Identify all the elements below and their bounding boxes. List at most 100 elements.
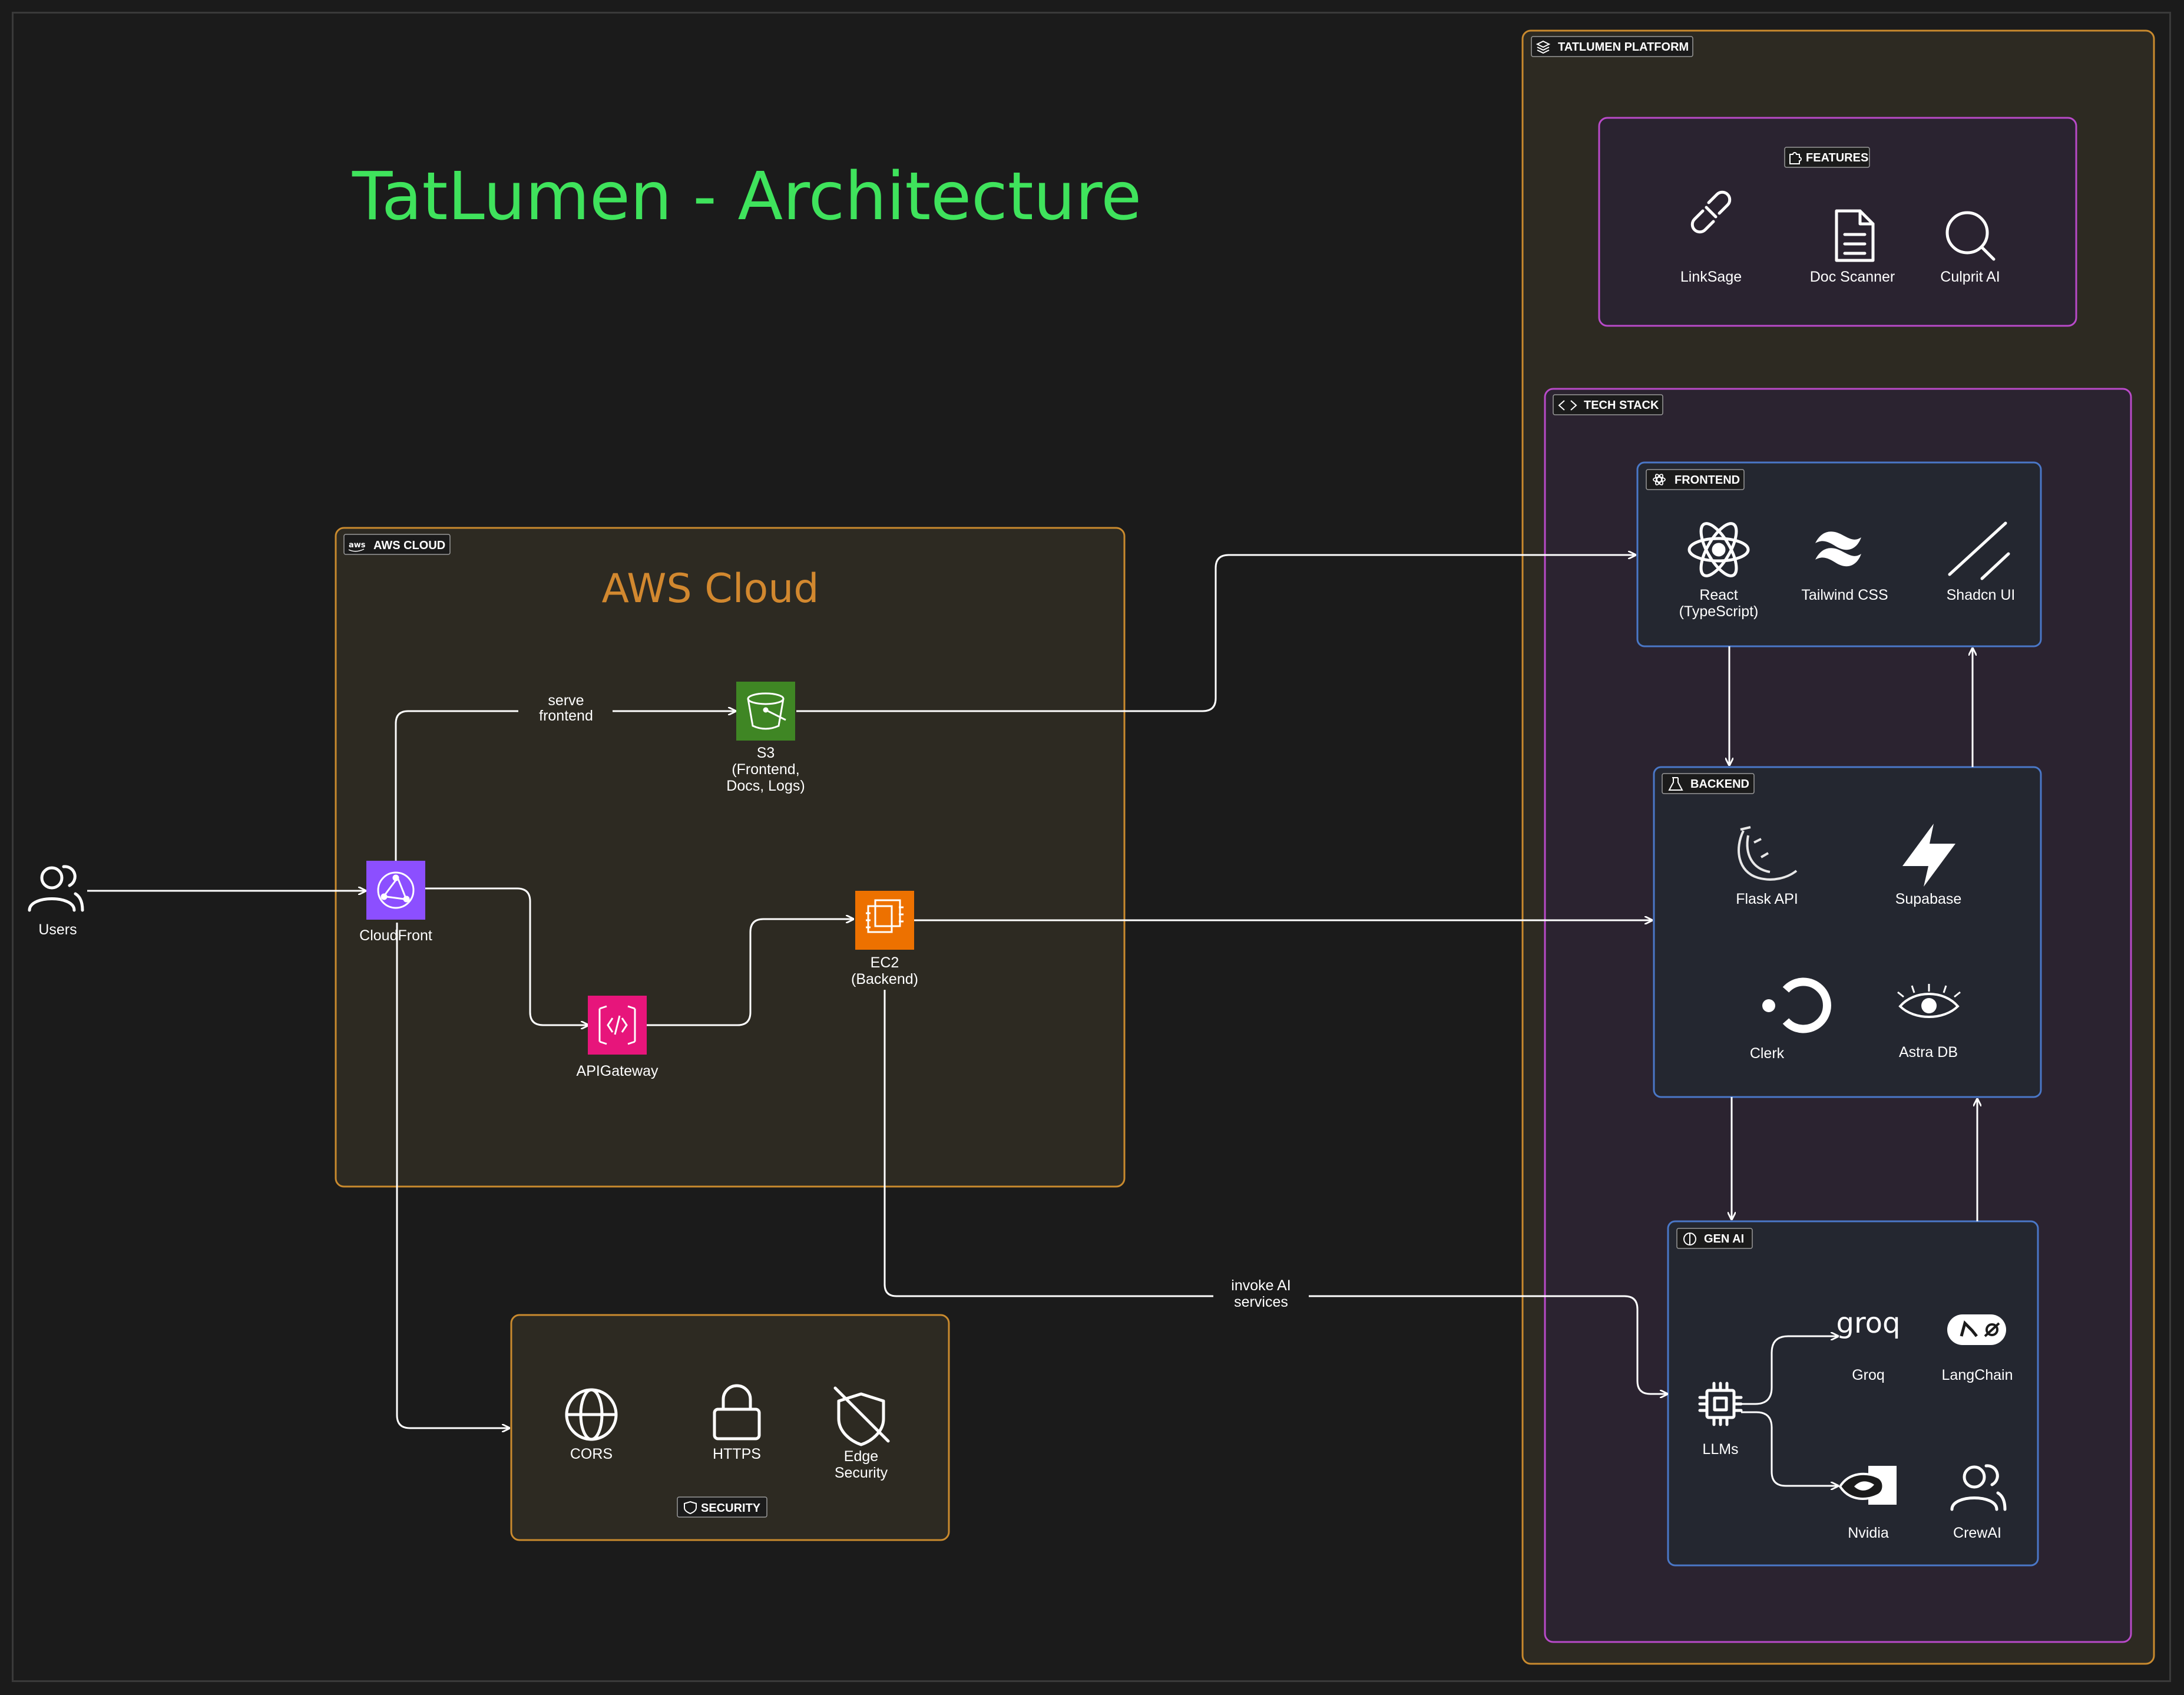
shadcn-label: Shadcn UI [1947,587,2016,603]
platform-tag: TATLUMEN PLATFORM [1531,36,1693,57]
api-gateway-icon [598,1005,636,1045]
flask-api-label: Flask API [1736,891,1798,907]
langchain-icon [1947,1314,2006,1345]
clerk-icon [1762,977,1831,1033]
security-label: Security [835,1465,888,1481]
llms-node[interactable]: LLMs [1698,1382,1743,1458]
aws-cloud-tag: aws AWS CLOUD [343,534,451,555]
bucket-icon [747,692,786,730]
groq-icon: groq [1836,1307,1901,1340]
users-icon [1950,1464,2007,1511]
eye-icon [1897,984,1961,1018]
cloudfront-node[interactable]: CloudFront [359,861,432,944]
react-sublabel: (TypeScript) [1679,603,1759,620]
apigateway-label: APIGateway [577,1063,658,1079]
features-tag: FEATURES [1784,147,1870,168]
invoke-label-line2: services [1234,1294,1288,1310]
security-item-edge-security[interactable]: Edge Security [833,1386,890,1481]
backend-tag: BACKEND [1662,773,1755,794]
tech-tailwind[interactable]: Tailwind CSS [1801,531,1888,603]
users-node[interactable]: Users [28,865,84,938]
frontend-tag: FRONTEND [1646,469,1745,490]
feature-doc-scanner-label: Doc Scanner [1810,269,1895,285]
apigateway-node[interactable]: APIGateway [577,996,658,1079]
groq-label: Groq [1852,1367,1885,1383]
https-label: HTTPS [713,1446,761,1462]
genai-crewai[interactable]: CrewAI [1950,1464,2007,1541]
feature-doc-scanner[interactable]: Doc Scanner [1810,209,1895,285]
tech-flask[interactable]: Flask API [1736,826,1798,907]
nvidia-icon [1838,1466,1897,1505]
s3-node[interactable]: S3 (Frontend, Docs, Logs) [726,682,805,794]
search-icon [1945,211,1996,261]
cloudfront-label: CloudFront [359,927,432,944]
puzzle-icon [1789,152,1802,164]
tech-react[interactable]: React (TypeScript) [1679,518,1759,620]
tech-supabase[interactable]: Supabase [1895,824,1962,907]
aws-cloud-title: AWS Cloud [601,566,819,612]
invoke-label-line1: invoke AI [1231,1277,1290,1294]
cpu-icon [1698,1382,1743,1426]
shield-off-icon [833,1386,890,1446]
layers-icon [1536,40,1551,54]
tech-clerk[interactable]: Clerk [1750,977,1831,1062]
flask-logo-icon [1738,826,1798,881]
users-icon [28,865,84,912]
tech-shadcn[interactable]: Shadcn UI [1947,521,2016,603]
feature-linksage[interactable]: LinkSage [1680,190,1742,285]
clerk-label: Clerk [1750,1045,1785,1062]
lock-icon [713,1384,761,1440]
aws-cloud-tag-label: AWS CLOUD [373,539,445,552]
security-item-cors[interactable]: CORS [565,1388,618,1462]
react-label: React [1699,587,1738,603]
tech-astra-db[interactable]: Astra DB [1897,984,1961,1060]
s3-label: S3 [757,745,775,761]
atom-icon [1653,474,1666,485]
security-item-https[interactable]: HTTPS [713,1384,761,1462]
feature-linksage-label: LinkSage [1680,269,1742,285]
globe-icon [565,1388,618,1441]
backend-group [1653,766,2042,1098]
code-icon [1558,400,1577,411]
ec2-chip-icon [866,899,904,933]
genai-langchain[interactable]: LangChain [1942,1314,2013,1383]
serve-label-line1: serve [548,692,584,709]
features-tag-label: FEATURES [1806,151,1868,164]
feature-culprit-ai-label: Culprit AI [1940,269,2000,285]
canvas-frame [12,12,2171,1682]
users-label: Users [38,921,77,938]
genai-tag-label: GEN AI [1704,1233,1744,1245]
tailwind-icon [1815,531,1861,567]
tailwind-label: Tailwind CSS [1801,587,1888,603]
connectors [87,555,1977,1486]
aws-cloud-group [335,527,1126,1188]
genai-group [1667,1220,2039,1567]
platform-tag-label: TATLUMEN PLATFORM [1558,41,1689,54]
genai-groq[interactable]: groq Groq [1836,1307,1901,1383]
genai-nvidia[interactable]: Nvidia [1838,1466,1897,1541]
s3-sublabel-1: (Frontend, [732,761,799,778]
flask-icon [1668,777,1683,791]
diagram-title: TatLumen - Architecture [352,158,1141,235]
feature-culprit-ai[interactable]: Culprit AI [1940,211,2000,285]
backend-tag-label: BACKEND [1690,778,1749,791]
security-tag-label: SECURITY [701,1502,761,1515]
shadcn-icon [1948,521,2010,580]
security-tag: SECURITY [677,1496,767,1518]
serve-label-line2: frontend [539,708,593,724]
ec2-node[interactable]: EC2 (Backend) [851,891,918,987]
supabase-icon [1902,824,1955,887]
tech-stack-tag: TECH STACK [1553,394,1663,415]
ec2-label: EC2 [871,954,899,971]
nvidia-label: Nvidia [1848,1525,1889,1541]
genai-tag: GEN AI [1676,1228,1753,1249]
ec2-sublabel: (Backend) [851,971,918,987]
llms-label: LLMs [1702,1441,1738,1458]
document-icon [1835,209,1875,262]
astra-db-label: Astra DB [1899,1044,1958,1060]
shield-icon [684,1501,697,1515]
tech-stack-tag-label: TECH STACK [1584,399,1659,412]
svg-text:aws: aws [349,541,366,550]
crewai-label: CrewAI [1953,1525,2001,1541]
